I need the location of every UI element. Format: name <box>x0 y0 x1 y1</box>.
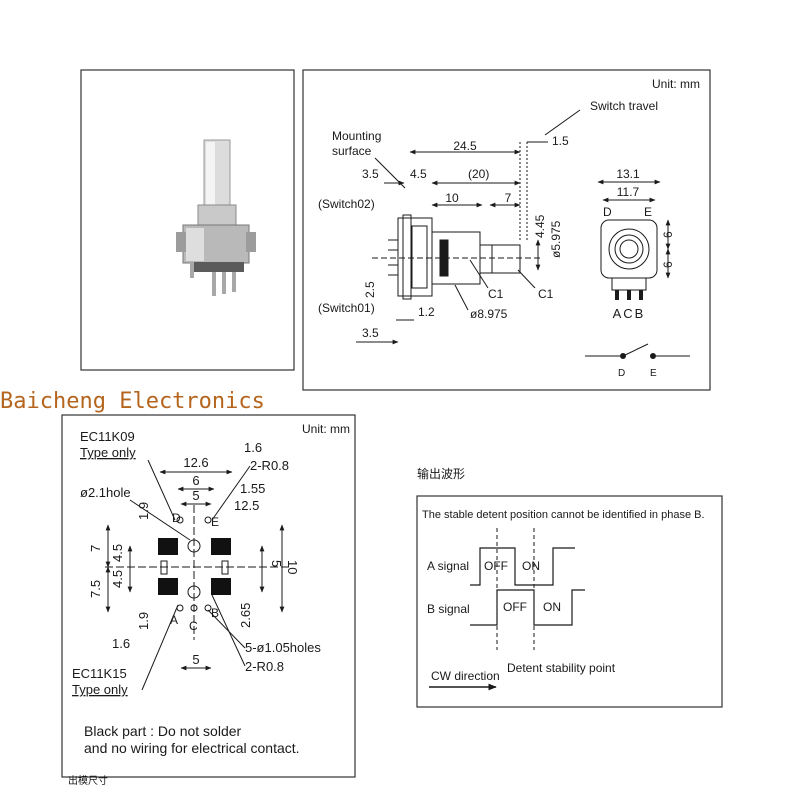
pad-layout <box>105 505 290 640</box>
holes-1-05-label: 5-ø1.05holes <box>245 640 321 655</box>
cw-direction-label: CW direction <box>431 669 500 683</box>
dim-7-5: 7.5 <box>88 580 103 598</box>
leader-line <box>517 269 536 289</box>
ec11k09-type-label: Type only <box>80 445 136 460</box>
pcb-footprint-panel: Unit: mm EC11K09 Type only 1.6 2-R0.8 12… <box>61 414 356 787</box>
dim-2-65: 2.65 <box>238 603 253 628</box>
dim-10: 10 <box>445 191 459 205</box>
pad-e-label: E <box>211 515 219 529</box>
dim-4-5-bot: 4.5 <box>110 570 125 588</box>
pad-a-label: A <box>170 613 178 627</box>
pin-d-label: D <box>603 205 612 219</box>
ec11k09-label: EC11K09 <box>80 429 135 444</box>
encoder-side-outline <box>372 214 540 300</box>
push-switch-symbol: D E <box>585 343 690 379</box>
mounting-label-1: Mounting <box>332 129 381 143</box>
unit-label: Unit: mm <box>652 77 700 91</box>
dim-2-5: 2.5 <box>363 281 377 298</box>
pins-acb-label: ACB <box>613 306 646 321</box>
dim-5-top: 5 <box>192 488 199 503</box>
b-on-label: ON <box>543 600 561 614</box>
leader-line <box>211 594 246 667</box>
dim-13-1: 13.1 <box>616 167 640 181</box>
dim-1-9-bot: 1.9 <box>136 612 151 630</box>
r0-8-top-label: 2-R0.8 <box>250 458 289 473</box>
detent-stability-label: Detent stability point <box>507 661 616 675</box>
switch-travel-label: Switch travel <box>590 99 658 113</box>
pad-d-label: D <box>172 511 181 525</box>
leader-line <box>129 499 191 541</box>
pad-b-label: B <box>211 606 219 620</box>
leader-line <box>147 459 176 521</box>
dim-1-2: 1.2 <box>418 305 435 319</box>
switch-pin-d-label: D <box>618 368 625 379</box>
leader-line <box>469 259 489 289</box>
dim-4-45: 4.45 <box>533 214 547 238</box>
dim-1-6-bot: 1.6 <box>112 636 130 651</box>
phase-b-note: The stable detent position cannot be ide… <box>422 509 705 521</box>
dim-5-975: ø5.975 <box>549 220 563 258</box>
dim-20: (20) <box>468 167 489 181</box>
leader-line <box>207 609 246 649</box>
dim-5-bot: 5 <box>192 652 199 667</box>
encoder-photo <box>176 139 256 296</box>
a-off-label: OFF <box>484 559 508 573</box>
ec11k15-label: EC11K15 <box>72 666 127 681</box>
leader-line <box>544 109 581 136</box>
solder-note-line-2: and no wiring for electrical contact. <box>84 740 300 756</box>
b-signal-label: B signal <box>427 602 470 616</box>
dim-4-5: 4.5 <box>410 167 427 181</box>
dim-12-5: 12.5 <box>234 498 259 513</box>
ec11k15-type-label: Type only <box>72 682 128 697</box>
leader-line <box>141 604 179 691</box>
encoder-front-view: 13.1 11.7 D E ACB 6 6 <box>597 167 675 321</box>
dim-6: 6 <box>192 473 199 488</box>
dim-4-5-top: 4.5 <box>110 544 125 562</box>
chamfer-c1-b: C1 <box>538 287 554 301</box>
a-on-label: ON <box>522 559 540 573</box>
dim-1-6-top: 1.6 <box>244 440 262 455</box>
dim-12-6: 12.6 <box>183 455 208 470</box>
waveform-heading: 输出波形 <box>417 466 465 481</box>
switch-pin-e-label: E <box>650 368 657 379</box>
product-photo-panel <box>80 69 295 371</box>
dim-6-a: 6 <box>661 231 675 238</box>
dim-1-5: 1.5 <box>552 134 569 148</box>
a-signal-label: A signal <box>427 559 469 573</box>
dim-5-right: 5 <box>269 560 284 567</box>
a-signal-trace <box>470 547 575 586</box>
chamfer-c1-a: C1 <box>488 287 504 301</box>
dim-10-right: 10 <box>285 560 300 574</box>
dim-6-b: 6 <box>661 261 675 268</box>
dim-8-975: ø8.975 <box>470 307 508 321</box>
dim-1-9-top: 1.9 <box>136 502 151 520</box>
waveform-panel: 输出波形 The stable detent position cannot b… <box>416 466 723 708</box>
dim-24-5: 24.5 <box>453 139 477 153</box>
leader-line <box>454 284 469 311</box>
switch01-label: (Switch01) <box>318 301 375 315</box>
dim-11-7: 11.7 <box>617 185 640 199</box>
pin-e-label: E <box>644 205 652 219</box>
switch02-label: (Switch02) <box>318 197 375 211</box>
hole-2-1-label: ø2.1hole <box>80 485 131 500</box>
dim-7: 7 <box>505 191 512 205</box>
dim-7-top: 7 <box>88 545 103 552</box>
footprint-unit-label: Unit: mm <box>302 422 350 436</box>
dim-1-55: 1.55 <box>240 481 265 496</box>
r0-8-bot-label: 2-R0.8 <box>245 659 284 674</box>
dim-3-5-top: 3.5 <box>362 167 379 181</box>
brand-watermark: Baicheng Electronics <box>0 389 265 414</box>
solder-note-line-1: Black part : Do not solder <box>84 723 242 739</box>
footer-cut-text: 出模尺寸 <box>68 774 108 787</box>
side-view-panel: Unit: mm Switch travel Mounting surface … <box>302 69 711 391</box>
b-off-label: OFF <box>503 600 527 614</box>
dim-3-5-bot: 3.5 <box>362 326 379 340</box>
leader-line <box>211 465 251 521</box>
mounting-label-2: surface <box>332 144 372 158</box>
pad-c-label: C <box>189 619 198 633</box>
